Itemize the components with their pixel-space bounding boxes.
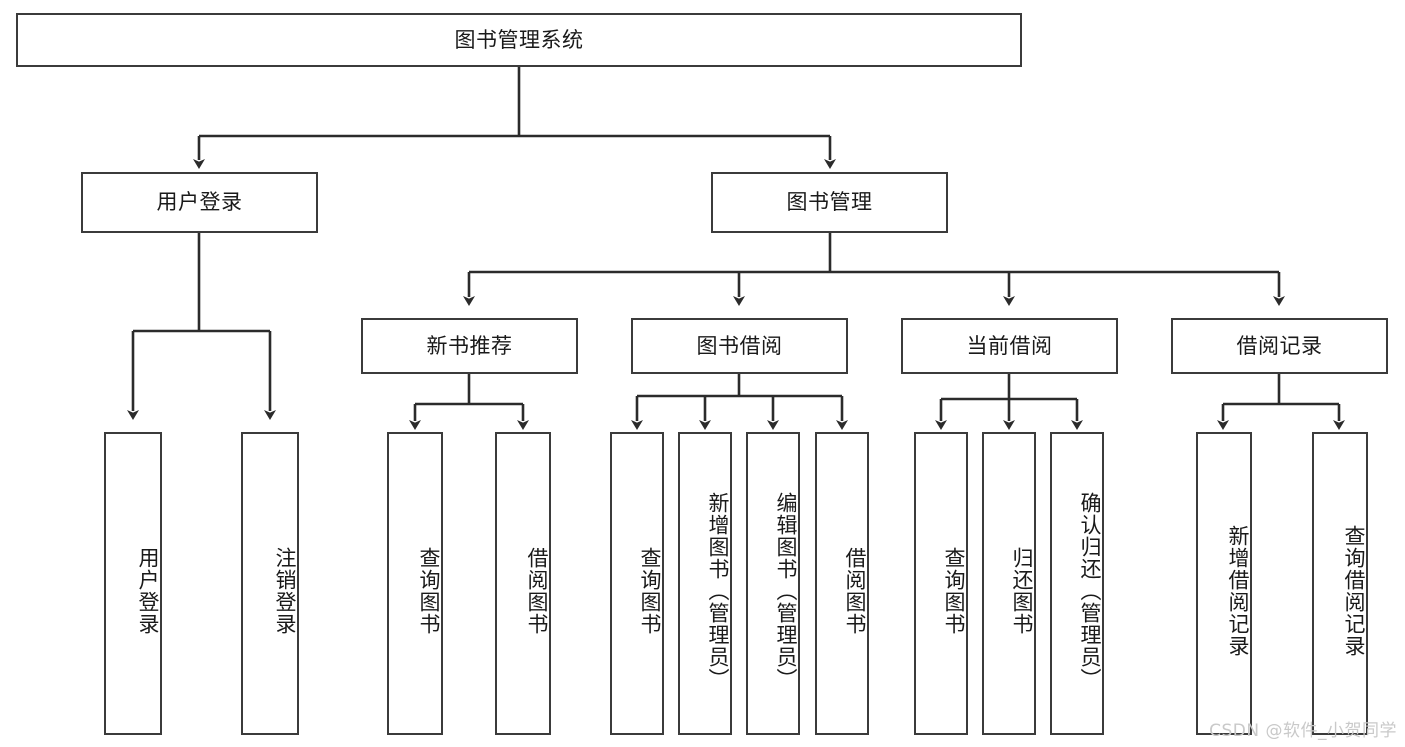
node-user-login[interactable]: 用户登录 — [81, 172, 318, 233]
leaf-book-borrow-add[interactable]: 新增图书（管理员） — [678, 432, 732, 735]
leaf-borrow-record-add[interactable]: 新增借阅记录 — [1196, 432, 1252, 735]
leaf-label: 借阅图书 — [525, 546, 549, 635]
leaf-label: 新增借阅记录 — [1226, 524, 1250, 657]
leaf-label: 借阅图书 — [843, 546, 867, 635]
leaf-book-borrow-query[interactable]: 查询图书 — [610, 432, 664, 735]
node-book-borrow[interactable]: 图书借阅 — [631, 318, 848, 374]
node-current-borrow[interactable]: 当前借阅 — [901, 318, 1118, 374]
node-root-system[interactable]: 图书管理系统 — [16, 13, 1022, 67]
leaf-new-book-borrow[interactable]: 借阅图书 — [495, 432, 551, 735]
leaf-label: 查询图书 — [942, 546, 966, 635]
node-book-management[interactable]: 图书管理 — [711, 172, 948, 233]
leaf-user-login-logout[interactable]: 注销登录 — [241, 432, 299, 735]
leaf-current-borrow-query[interactable]: 查询图书 — [914, 432, 968, 735]
leaf-book-borrow-edit[interactable]: 编辑图书（管理员） — [746, 432, 800, 735]
leaf-label: 查询图书 — [638, 546, 662, 635]
leaf-new-book-query[interactable]: 查询图书 — [387, 432, 443, 735]
leaf-user-login-login[interactable]: 用户登录 — [104, 432, 162, 735]
leaf-label: 编辑图书（管理员） — [774, 491, 798, 690]
node-new-book-recommend[interactable]: 新书推荐 — [361, 318, 578, 374]
leaf-label: 用户登录 — [136, 546, 160, 635]
leaf-borrow-record-query[interactable]: 查询借阅记录 — [1312, 432, 1368, 735]
leaf-current-borrow-return[interactable]: 归还图书 — [982, 432, 1036, 735]
leaf-label: 查询图书 — [417, 546, 441, 635]
leaf-label: 查询借阅记录 — [1342, 524, 1366, 657]
leaf-current-borrow-confirm-return[interactable]: 确认归还（管理员） — [1050, 432, 1104, 735]
leaf-label: 归还图书 — [1010, 546, 1034, 635]
leaf-book-borrow-borrow[interactable]: 借阅图书 — [815, 432, 869, 735]
leaf-label: 确认归还（管理员） — [1078, 491, 1102, 690]
csdn-watermark: CSDN @软件_小贺同学 — [1209, 721, 1397, 741]
leaf-label: 注销登录 — [273, 546, 297, 635]
leaf-label: 新增图书（管理员） — [706, 491, 730, 690]
node-borrow-record[interactable]: 借阅记录 — [1171, 318, 1388, 374]
